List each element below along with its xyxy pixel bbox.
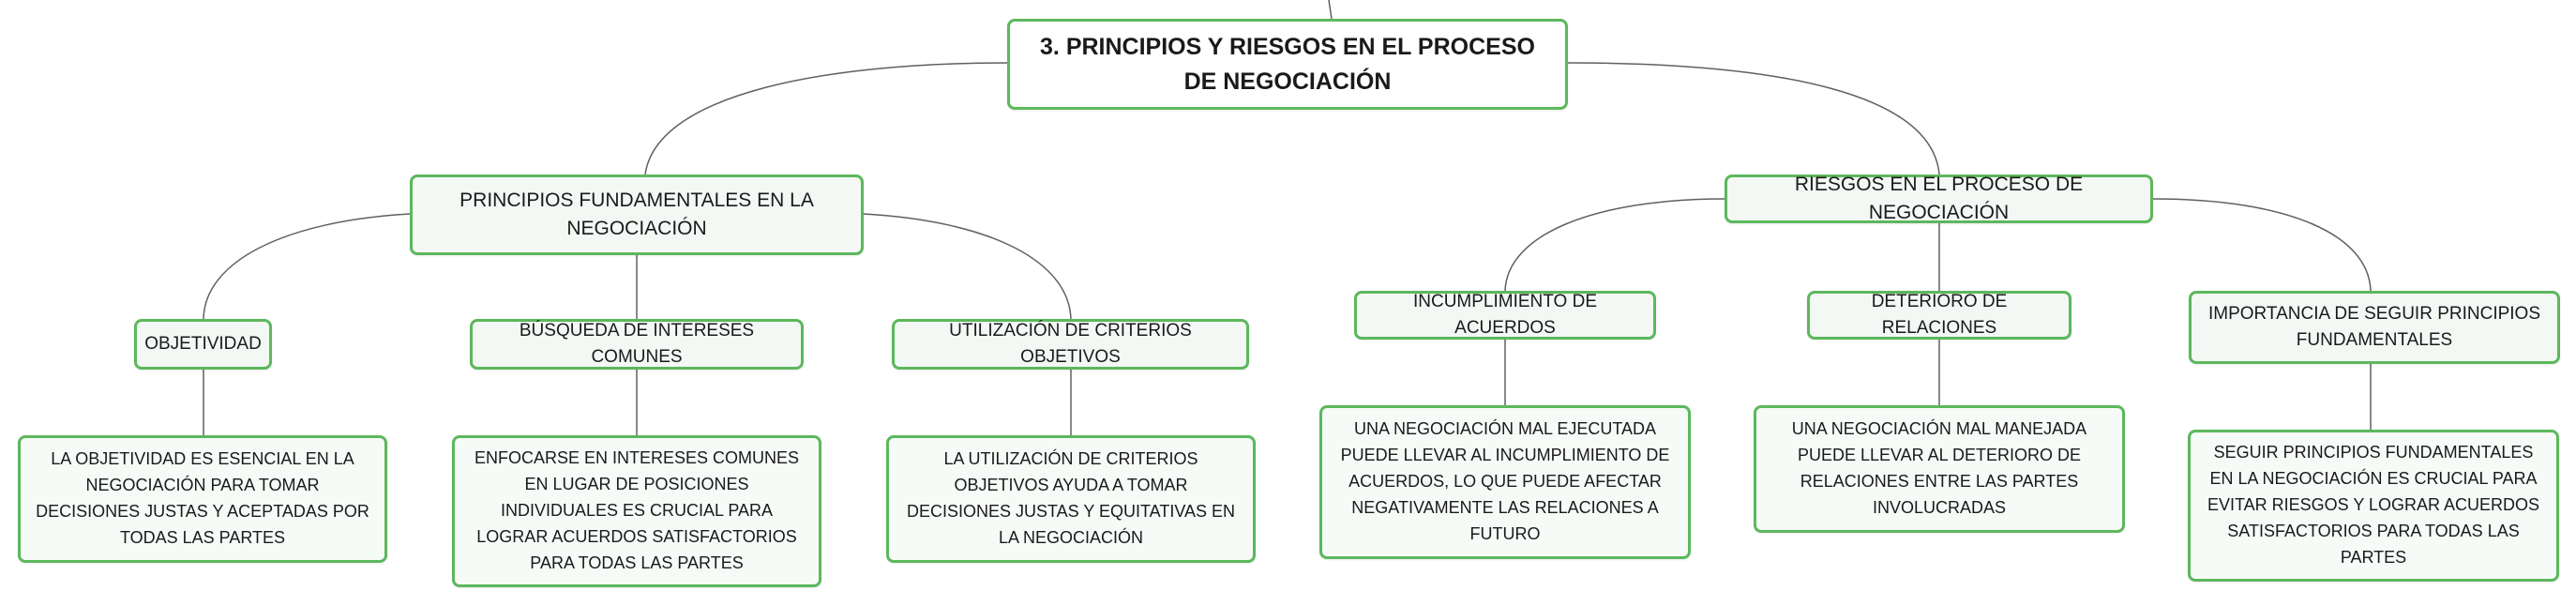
connector-root-stub bbox=[1328, 0, 1333, 20]
connector-principios-to-objetividad bbox=[203, 213, 411, 320]
subtopic-incumplimiento-acuerdos[interactable]: INCUMPLIMIENTO DE ACUERDOS bbox=[1354, 291, 1656, 340]
detail-deterioro-relaciones[interactable]: UNA NEGOCIACIÓN MAL MANEJADA PUEDE LLEVA… bbox=[1754, 405, 2125, 533]
connector-root-to-riesgos bbox=[1567, 62, 1940, 175]
connector-root-to-principios bbox=[644, 62, 1008, 175]
topic-riesgos-negociacion[interactable]: RIESGOS EN EL PROCESO DE NEGOCIACIÓN bbox=[1725, 174, 2153, 223]
subtopic-deterioro-relaciones[interactable]: DETERIORO DE RELACIONES bbox=[1807, 291, 2071, 340]
connector-riesgos-to-incumplimiento bbox=[1504, 198, 1725, 292]
detail-busqueda-intereses-comunes[interactable]: ENFOCARSE EN INTERESES COMUNES EN LUGAR … bbox=[452, 435, 821, 587]
subtopic-objetividad[interactable]: OBJETIVIDAD bbox=[134, 319, 272, 370]
subtopic-busqueda-intereses-comunes[interactable]: BÚSQUEDA DE INTERESES COMUNES bbox=[470, 319, 804, 370]
subtopic-importancia-principios[interactable]: IMPORTANCIA DE SEGUIR PRINCIPIOS FUNDAME… bbox=[2189, 291, 2560, 364]
detail-objetividad[interactable]: LA OBJETIVIDAD ES ESENCIAL EN LA NEGOCIA… bbox=[18, 435, 387, 563]
detail-importancia-principios[interactable]: SEGUIR PRINCIPIOS FUNDAMENTALES EN LA NE… bbox=[2188, 430, 2559, 582]
detail-criterios-objetivos[interactable]: LA UTILIZACIÓN DE CRITERIOS OBJETIVOS AY… bbox=[886, 435, 1256, 563]
connector-principios-to-criterios bbox=[863, 213, 1072, 320]
central-topic[interactable]: 3. PRINCIPIOS Y RIESGOS EN EL PROCESO DE… bbox=[1007, 19, 1568, 110]
detail-incumplimiento-acuerdos[interactable]: UNA NEGOCIACIÓN MAL EJECUTADA PUEDE LLEV… bbox=[1319, 405, 1691, 559]
topic-principios-fundamentales[interactable]: PRINCIPIOS FUNDAMENTALES EN LA NEGOCIACI… bbox=[410, 174, 864, 255]
connector-riesgos-to-importancia bbox=[2152, 198, 2372, 292]
subtopic-criterios-objetivos[interactable]: UTILIZACIÓN DE CRITERIOS OBJETIVOS bbox=[892, 319, 1249, 370]
